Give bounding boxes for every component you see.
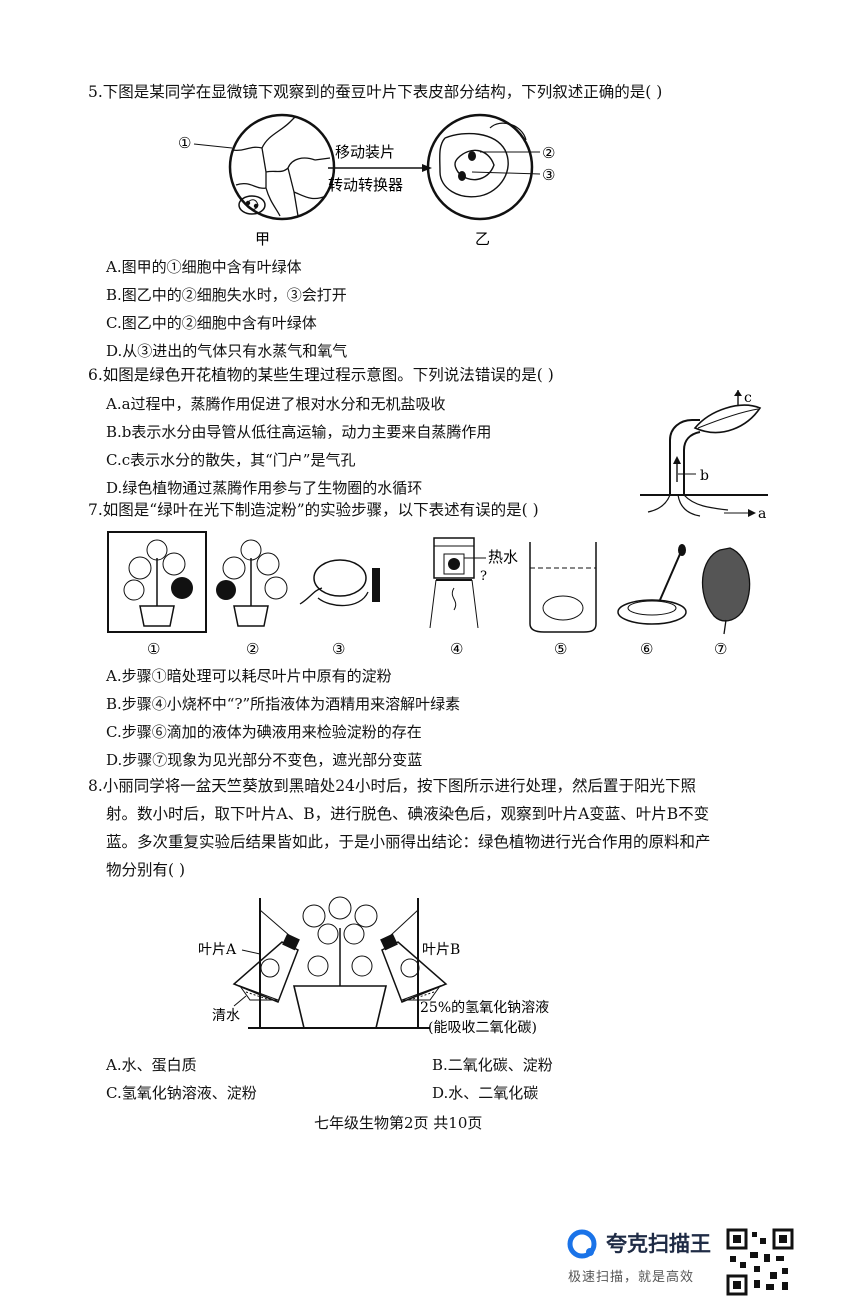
q7-step-4: ④ [450, 640, 463, 658]
q7-option-b: B.步骤④小烧杯中“?”所指液体为酒精用来溶解叶绿素 [106, 695, 461, 713]
q8-option-a: A.水、蛋白质 [106, 1056, 197, 1074]
q7-stem: 7.如图是“绿叶在光下制造淀粉”的实验步骤，以下表述有误的是( ) [88, 501, 539, 519]
q8-option-d: D.水、二氧化碳 [432, 1084, 539, 1102]
q8-naoh-note: (能吸收二氧化碳) [428, 1020, 537, 1036]
q7-question-mark: ? [480, 569, 487, 584]
q5-fig-right: 乙 [475, 230, 490, 248]
scanner-watermark: 夸克扫描王 极速扫描，就是高效 [566, 1226, 726, 1285]
q5-fig-left: 甲 [255, 230, 270, 248]
q7-step-1: ① [147, 640, 160, 658]
q8-stem-line-1: 8.小丽同学将一盆天竺葵放到黑暗处24小时后，按下图所示进行处理，然后置于阳光下… [88, 777, 697, 795]
q5-option-a: A.图甲的①细胞中含有叶绿体 [106, 258, 302, 276]
q8-stem-line-3: 蓝。多次重复实验后结果皆如此，于是小丽得出结论：绿色植物进行光合作用的原料和产 [106, 833, 711, 851]
step-1-dark-plant [107, 531, 207, 633]
q8-leaf-b-label: 叶片B [422, 942, 460, 958]
q6-label-b: b [700, 468, 709, 484]
q7-option-d: D.步骤⑦现象为见光部分不变色，遮光部分变蓝 [106, 751, 423, 769]
watermark-slogan: 极速扫描，就是高效 [568, 1270, 695, 1285]
q5-label-1: ① [178, 134, 191, 152]
watermark-brand: 夸克扫描王 [606, 1232, 711, 1256]
q7-hot-water: 热水 [488, 548, 518, 566]
q8-option-b: B.二氧化碳、淀粉 [432, 1056, 553, 1074]
quark-logo-icon [567, 1229, 597, 1259]
q8-option-c: C.氢氧化钠溶液、淀粉 [106, 1084, 257, 1102]
q5-label-2: ② [542, 144, 555, 162]
q7-steps-figure: 热水 ? ① ② ③ ④ ⑤ ⑥ ⑦ [107, 531, 751, 658]
q6-label-a: a [758, 506, 766, 522]
q8-stem-line-4: 物分别有( ) [106, 861, 186, 879]
q7-step-2: ② [246, 640, 259, 658]
page-footer: 七年级生物第2页 共10页 [314, 1114, 483, 1132]
q6-option-b: B.b表示水分由导管从低往高运输，动力主要来自蒸腾作用 [106, 423, 492, 441]
q7-option-c: C.步骤⑥滴加的液体为碘液用来检验淀粉的存在 [106, 723, 422, 741]
q7-step-3: ③ [332, 640, 345, 658]
q8-naoh-label: 25%的氢氧化钠溶液 [420, 1000, 549, 1016]
step-6-iodine-drop [617, 544, 687, 625]
q6-stem: 6.如图是绿色开花植物的某些生理过程示意图。下列说法错误的是( ) [88, 366, 554, 384]
q5-arrow-top: 移动装片 [335, 143, 395, 161]
q7-step-6: ⑥ [640, 640, 653, 658]
q5-label-3: ③ [542, 166, 555, 184]
step-2-partial-cover [216, 539, 288, 627]
q5-stem: 5.下图是某同学在显微镜下观察到的蚕豆叶片下表皮部分结构，下列叙述正确的是( ) [88, 83, 663, 101]
q8-experiment-figure: 叶片A 叶片B 清水 25%的氢氧化钠溶液 (能吸收二氧化碳) [198, 896, 549, 1036]
q7-step-5: ⑤ [554, 640, 567, 658]
q5-option-b: B.图乙中的②细胞失水时，③会打开 [106, 286, 347, 304]
q5-option-c: C.图乙中的②细胞中含有叶绿体 [106, 314, 317, 332]
microscope-view-jia [228, 113, 336, 221]
q7-option-a: A.步骤①暗处理可以耗尽叶片中原有的淀粉 [106, 667, 392, 685]
q7-step-7: ⑦ [714, 640, 727, 658]
step-3-leaf-in-hand [299, 559, 380, 607]
q8-leaf-a-label: 叶片A [198, 942, 237, 958]
step-5-beaker [529, 542, 597, 633]
q5-figure: ① 移动装片 转动转换器 ② ③ 甲 乙 [178, 113, 555, 248]
q6-plant-figure: c b a [640, 390, 768, 522]
q5-arrow-bottom: 转动转换器 [328, 176, 403, 194]
q8-water-label: 清水 [212, 1008, 240, 1024]
q6-option-a: A.a过程中，蒸腾作用促进了根对水分和无机盐吸收 [106, 395, 446, 413]
microscope-view-yi [426, 113, 534, 221]
q6-label-c: c [744, 390, 752, 406]
q6-option-c: C.c表示水分的散失，其“门户”是气孔 [106, 451, 356, 469]
step-7-stained-leaf [701, 547, 751, 635]
step-4-water-bath [429, 537, 479, 629]
q5-option-d: D.从③进出的气体只有水蒸气和氧气 [106, 342, 348, 360]
q8-stem-line-2: 射。数小时后，取下叶片A、B，进行脱色、碘液染色后，观察到叶片A变蓝、叶片B不变 [106, 805, 710, 823]
qr-code-icon [726, 1228, 794, 1296]
q6-option-d: D.绿色植物通过蒸腾作用参与了生物圈的水循环 [106, 479, 423, 497]
